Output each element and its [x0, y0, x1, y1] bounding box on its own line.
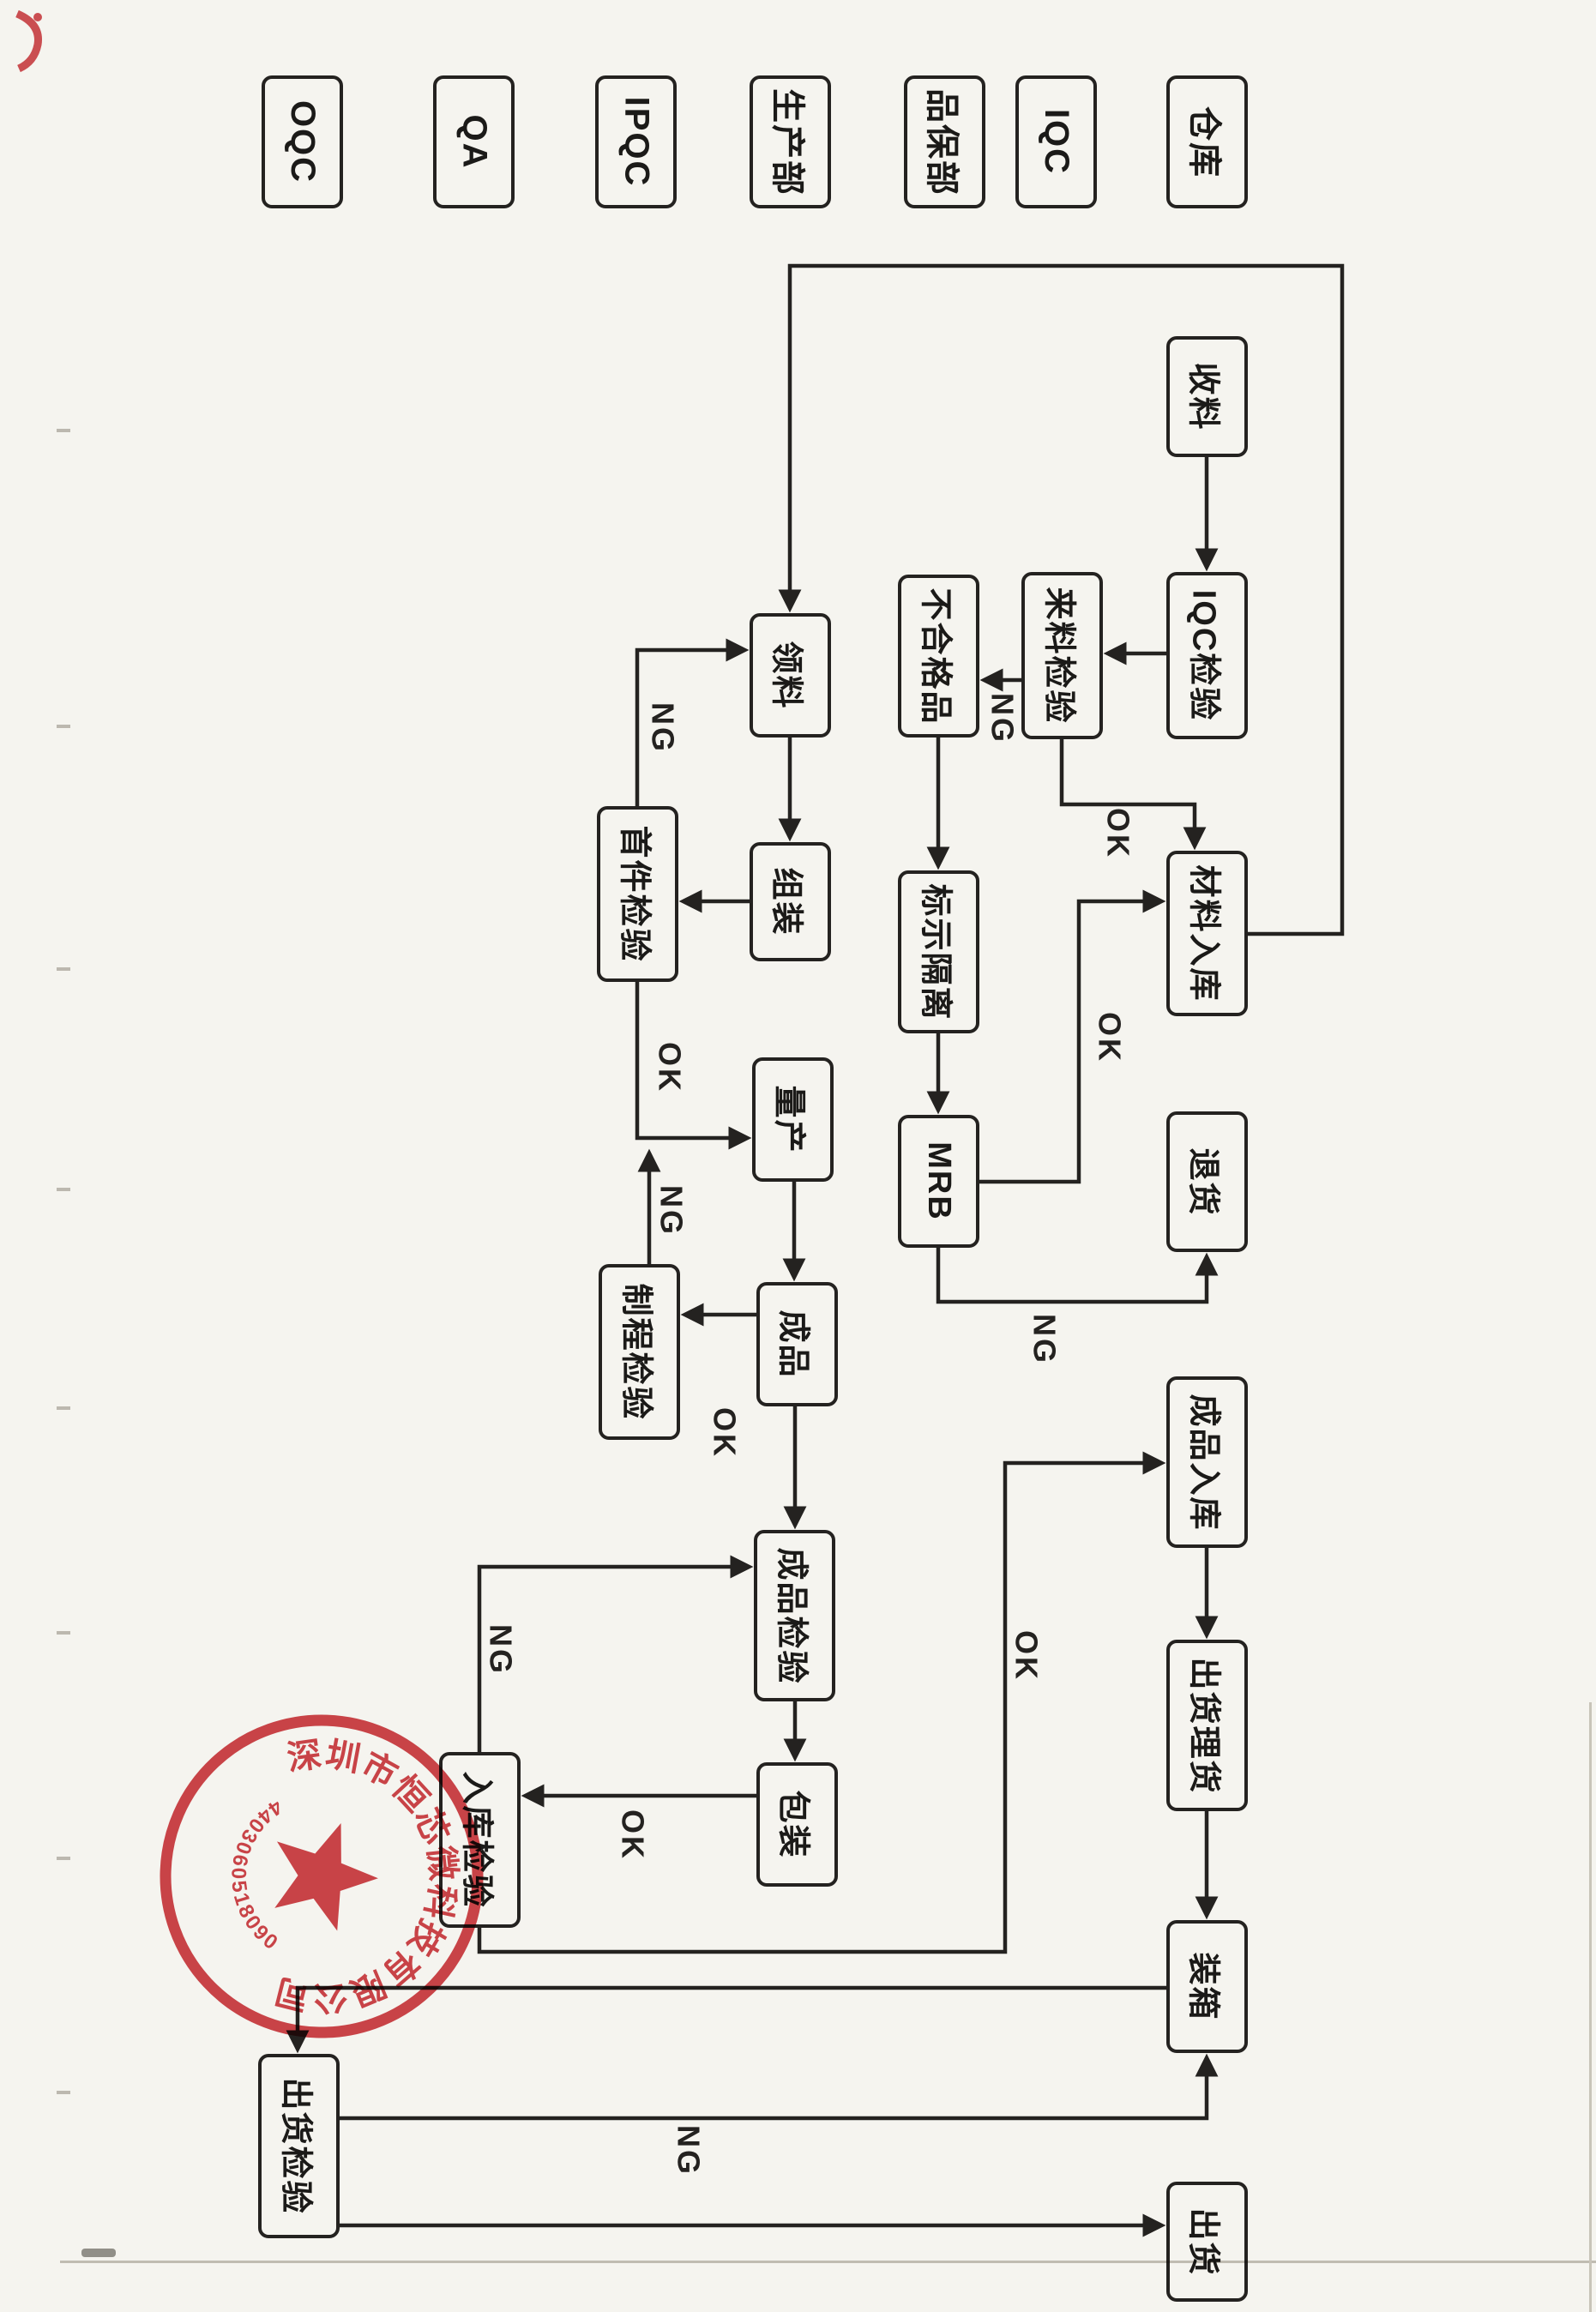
flow-node-mass-production: 量产 — [752, 1057, 834, 1182]
edge-label-ok-incoming: OK — [1100, 808, 1135, 859]
lane-label: 品保部 — [922, 87, 961, 196]
flow-node-incoming-inspection: 来料检验 — [1021, 572, 1103, 739]
flow-node-shipment: 出货 — [1166, 2182, 1248, 2302]
lane-header-ipqc: IPQC — [595, 75, 677, 208]
lane-header-oqc: OQC — [262, 75, 343, 208]
edge-first-article-ok-to-mass-production — [635, 982, 752, 1150]
node-label: 成品 — [774, 1310, 811, 1379]
edge-material-warehousing-to-picking — [778, 263, 1345, 936]
node-label: 量产 — [770, 1085, 807, 1154]
node-label: 组装 — [768, 867, 804, 936]
lane-header-quality-assurance-dept: 品保部 — [904, 75, 985, 208]
edge-first-article-ng-to-picking — [635, 638, 750, 806]
edge-label-ng-shipping-inspection: NG — [671, 2125, 706, 2177]
edge-mrb-to-material-warehousing — [979, 889, 1166, 1184]
node-label: 首件检验 — [616, 825, 653, 963]
node-label: 成品入库 — [1185, 1393, 1222, 1532]
node-label: 出货检验 — [277, 2077, 314, 2215]
edge-label-ng-mrb: NG — [1027, 1314, 1062, 1365]
flow-node-iqc-inspection: IQC检验 — [1166, 572, 1248, 739]
flow-node-finished-product-inspection: 成品检验 — [754, 1530, 835, 1701]
node-label: 退货 — [1184, 1147, 1221, 1217]
edge-incoming-to-material-warehousing — [1059, 739, 1207, 851]
edge-boxing-to-shipping-inspection — [286, 1985, 1166, 2054]
lane-label: OQC — [284, 99, 322, 184]
node-label: IQC检验 — [1185, 589, 1221, 722]
flow-node-finished-goods-warehousing: 成品入库 — [1166, 1376, 1248, 1548]
node-label: 入库检验 — [458, 1771, 495, 1909]
lane-label: IPQC — [617, 96, 656, 188]
flow-node-material-picking: 领料 — [750, 613, 831, 738]
lane-header-iqc: IQC — [1015, 75, 1097, 208]
flow-node-nonconforming-product: 不合格品 — [898, 575, 979, 738]
edge-label-ok-mrb: OK — [1092, 1012, 1127, 1063]
flow-node-boxing: 装箱 — [1166, 1920, 1248, 2053]
flow-node-mark-and-isolate: 标示隔离 — [898, 870, 979, 1033]
edge-label-ok-packaging: OK — [615, 1809, 650, 1861]
flow-node-finished-product: 成品 — [756, 1282, 838, 1406]
flow-node-first-article-inspection: 首件检验 — [597, 806, 678, 982]
lane-label: 生产部 — [768, 87, 806, 196]
edge-label-ok-first-article: OK — [652, 1042, 687, 1093]
edge-label-ng-warehousing-inspection: NG — [483, 1624, 518, 1676]
flow-node-receive-material: 收料 — [1166, 336, 1248, 457]
node-label: 成品检验 — [773, 1546, 810, 1685]
flow-node-material-warehousing: 材料入库 — [1166, 851, 1248, 1016]
node-label: 不合格品 — [917, 587, 954, 726]
flow-node-packaging: 包装 — [756, 1762, 838, 1887]
flow-node-return-goods: 退货 — [1166, 1111, 1248, 1252]
node-label: MRB — [921, 1141, 958, 1221]
flow-node-shipping-inspection: 出货检验 — [258, 2054, 340, 2238]
node-label: 收料 — [1184, 362, 1221, 431]
lane-header-qa: QA — [433, 75, 515, 208]
lane-label: IQC — [1038, 108, 1075, 176]
lane-label: QA — [455, 114, 493, 170]
node-label: 出货 — [1184, 2207, 1221, 2277]
edge-label-ng-first-article: NG — [645, 702, 680, 754]
edge-label-ng-incoming: NG — [985, 693, 1020, 744]
edge-mrb-to-return — [936, 1248, 1219, 1304]
edge-label-ok-process-inspection: OK — [707, 1407, 742, 1459]
lane-header-production-dept: 生产部 — [750, 75, 831, 208]
flow-node-in-process-inspection: 制程检验 — [599, 1264, 680, 1440]
flow-node-assembly: 组装 — [750, 842, 831, 961]
flow-node-warehousing-inspection: 入库检验 — [439, 1752, 521, 1928]
edge-warehousing-inspection-ng-to-fqc — [477, 1555, 754, 1752]
node-label: 装箱 — [1184, 1952, 1221, 2021]
flow-node-mrb: MRB — [898, 1115, 979, 1248]
edge-label-ok-warehousing-inspection: OK — [1009, 1630, 1044, 1682]
lane-label: 仓库 — [1184, 105, 1223, 178]
node-label: 制程检验 — [617, 1283, 654, 1421]
node-label: 包装 — [774, 1790, 811, 1859]
node-label: 出货理货 — [1185, 1656, 1222, 1795]
edge-shipping-inspection-ng-to-boxing — [340, 2053, 1219, 2121]
flow-node-shipping-tally: 出货理货 — [1166, 1640, 1248, 1811]
node-label: 标示隔离 — [917, 882, 954, 1021]
edge-label-ng-process-inspection: NG — [653, 1185, 689, 1237]
node-label: 材料入库 — [1185, 864, 1222, 1002]
node-label: 领料 — [768, 641, 804, 710]
lane-header-warehouse: 仓库 — [1166, 75, 1248, 208]
node-label: 来料检验 — [1040, 587, 1077, 725]
